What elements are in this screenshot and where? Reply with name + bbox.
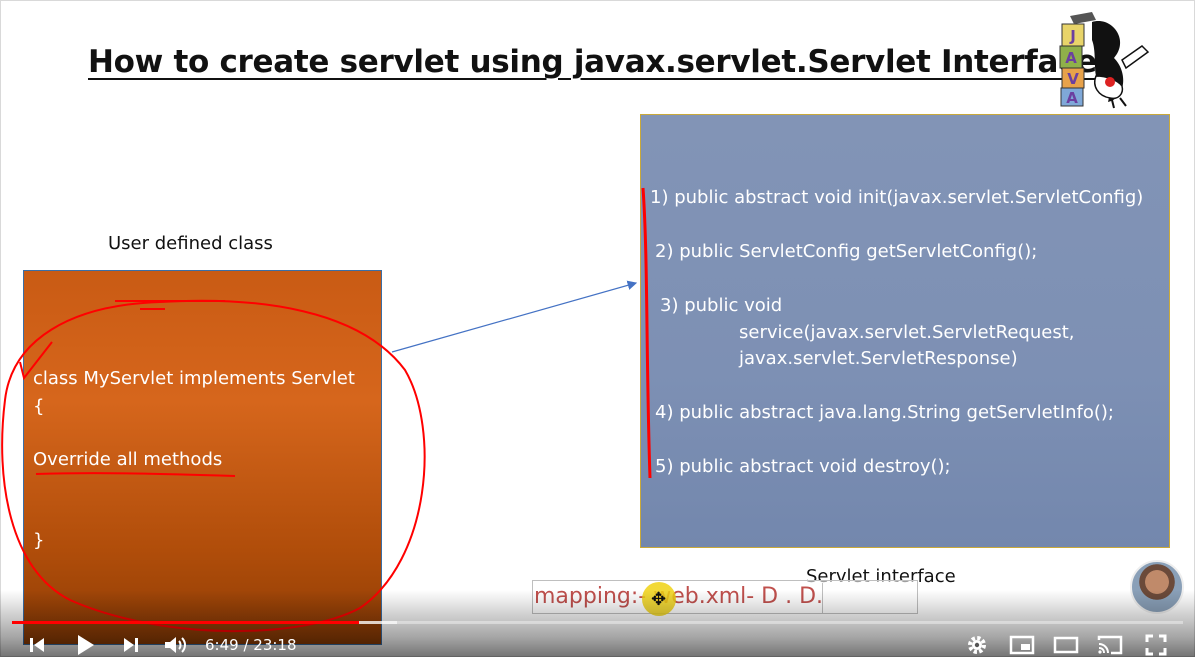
java-blocks: J A V A (1059, 23, 1085, 107)
settings-button[interactable] (964, 632, 990, 657)
skip-previous-button[interactable] (24, 632, 50, 657)
volume-button[interactable] (160, 632, 190, 657)
servlet-interface-box (640, 114, 1170, 548)
slide-title: How to create servlet using javax.servle… (88, 44, 1097, 80)
method-get-servlet-config: 2) public ServletConfig getServletConfig… (655, 241, 1038, 262)
class-declaration-line: class MyServlet implements Servlet (33, 368, 355, 389)
volume-icon (165, 636, 186, 653)
skip-previous-icon (30, 637, 44, 652)
override-methods-line: Override all methods (33, 449, 223, 470)
progress-played (12, 621, 359, 624)
settings-gear-icon (968, 635, 986, 654)
progress-bar[interactable] (12, 621, 1183, 624)
method-service-response-param: javax.servlet.ServletResponse) (739, 348, 1018, 369)
miniplayer-icon (1009, 635, 1035, 654)
close-brace-line: } (33, 530, 45, 551)
skip-next-icon (124, 637, 138, 652)
theater-mode-icon (1053, 636, 1079, 653)
cast-button[interactable] (1095, 632, 1125, 657)
method-get-servlet-info: 4) public abstract java.lang.String getS… (655, 402, 1114, 423)
cast-icon (1097, 635, 1123, 654)
skip-next-button[interactable] (118, 632, 144, 657)
method-destroy: 5) public abstract void destroy(); (655, 456, 951, 477)
theater-mode-button[interactable] (1051, 632, 1081, 657)
fullscreen-icon (1145, 634, 1167, 655)
java-duke-logo: J A V A (1059, 12, 1150, 109)
logo-letter: J (1069, 27, 1076, 45)
time-display: 6:49 / 23:18 (205, 636, 297, 654)
logo-letter: A (1066, 89, 1078, 107)
play-button[interactable] (70, 632, 100, 657)
user-defined-class-caption: User defined class (108, 233, 273, 254)
method-service-request-param: service(javax.servlet.ServletRequest, (739, 322, 1075, 343)
duke-figure (1070, 12, 1150, 109)
logo-letter: A (1065, 49, 1077, 67)
fullscreen-button[interactable] (1142, 632, 1170, 657)
method-service-signature: 3) public void (660, 295, 783, 316)
method-init: 1) public abstract void init(javax.servl… (650, 187, 1144, 208)
open-brace-line: { (33, 396, 45, 417)
miniplayer-button[interactable] (1007, 632, 1037, 657)
play-icon (78, 634, 94, 655)
logo-letter: V (1067, 70, 1079, 88)
